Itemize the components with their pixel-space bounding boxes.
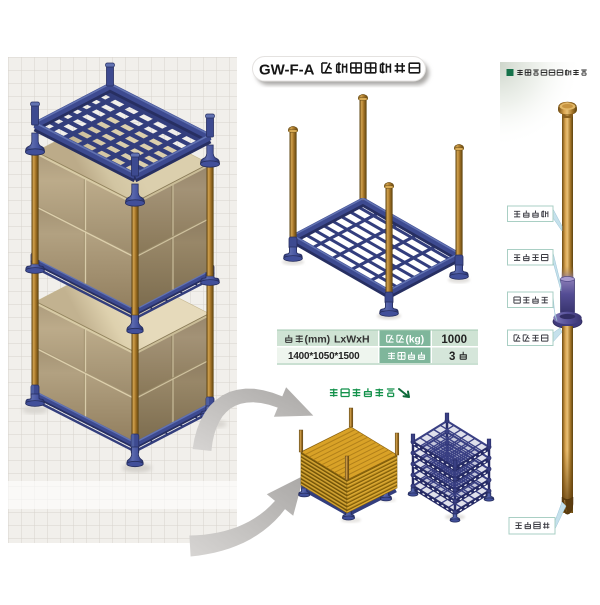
svg-text:LxWxH: LxWxH [334, 334, 370, 346]
svg-text:1000: 1000 [441, 334, 467, 346]
svg-text:1400*1050*1500: 1400*1050*1500 [288, 351, 360, 362]
svg-text:GW-F-A: GW-F-A [259, 62, 315, 79]
svg-text:3: 3 [449, 351, 455, 363]
svg-text:(kg): (kg) [406, 334, 425, 345]
svg-text:(mm): (mm) [305, 334, 331, 346]
